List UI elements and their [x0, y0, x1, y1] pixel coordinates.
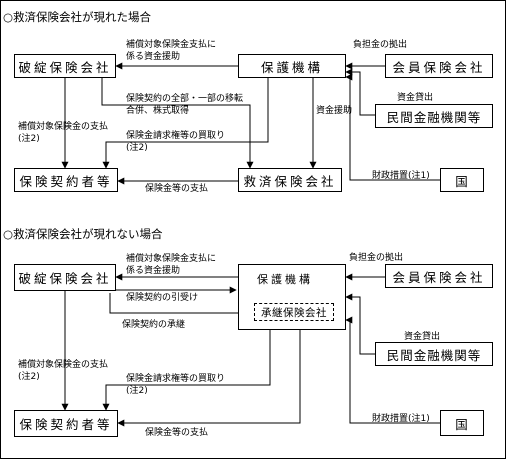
label-contributions: 負担金の拠出	[353, 40, 408, 50]
label-comp-payment: 補償対象保険金の支払	[18, 122, 109, 132]
label-comp-payment-note-2: (注2)	[18, 372, 40, 382]
arrow-loans-1	[345, 68, 375, 116]
state-box-2: 国	[440, 410, 484, 436]
label-comp-funding-line1: 補償対象保険金支払に	[126, 40, 217, 50]
label-aid: 資金援助	[316, 106, 353, 116]
private-financial-institutions-box-2: 民間金融機関等	[375, 342, 493, 366]
successor-insurer-box: 承継保険会社	[254, 303, 334, 321]
label-comp-payment-2: 補償対象保険金の支払	[18, 360, 109, 370]
failed-insurer-box: 破綻保険会社	[14, 54, 116, 78]
label-loans-2: 資金貸出	[404, 332, 441, 342]
arrow-loans-2	[345, 293, 375, 355]
label-comp-payment-note: (注2)	[18, 134, 40, 144]
label-loans: 資金貸出	[397, 93, 434, 103]
label-transfer: 保険契約の全部・一部の移転	[126, 94, 244, 104]
state-box: 国	[440, 168, 484, 192]
member-insurer-box: 会員保険会社	[385, 54, 493, 78]
arrow-fiscal-1	[345, 73, 440, 181]
arrow-succession-2	[109, 293, 254, 317]
section-title-with-rescue: ○救済保険会社が現れた場合	[3, 10, 152, 24]
label-purchase-2: 保険金請求権等の買取り	[126, 374, 226, 384]
arrow-transfer-1	[101, 78, 254, 169]
private-financial-institutions-box: 民間金融機関等	[375, 104, 493, 128]
label-purchase: 保険金請求権等の買取り	[126, 131, 226, 141]
arrow-purchase-2	[102, 330, 271, 411]
member-insurer-box-2: 会員保険会社	[385, 264, 493, 288]
label-assumption: 保険契約の引受け	[126, 293, 199, 303]
arrow-fiscal-2	[345, 316, 440, 424]
label-merger: 合併、株式取得	[126, 106, 190, 116]
arrow-benefit-payment-2	[117, 330, 301, 427]
rescue-insurer-box: 救済保険会社	[238, 168, 342, 192]
protection-organization-label: 保護機構	[257, 273, 313, 286]
section-title-without-rescue: ○救済保険会社が現れない場合	[3, 227, 163, 241]
policyholders-box-2: 保険契約者等	[14, 410, 118, 437]
label-fiscal: 財政措置(注1)	[372, 171, 430, 181]
label-purchase-note-2: (注2)	[126, 386, 148, 396]
label-comp-funding-line2-2: 係る資金援助	[126, 266, 181, 276]
label-fiscal-2: 財政措置(注1)	[372, 414, 430, 424]
section2-lines	[61, 273, 440, 427]
label-benefit-payment: 保険金等の支払	[145, 184, 209, 194]
failed-insurer-box-2: 破綻保険会社	[14, 264, 116, 291]
label-benefit-payment-2: 保険金等の支払	[145, 428, 209, 438]
arrow-purchase-1	[102, 78, 269, 169]
policyholders-box: 保険契約者等	[14, 168, 118, 192]
label-succession: 保険契約の承継	[122, 320, 186, 330]
protection-organization-box: 保護機構	[238, 54, 346, 78]
label-comp-funding-line2: 係る資金援助	[126, 52, 181, 62]
label-contributions-2: 負担金の拠出	[349, 253, 404, 263]
label-comp-funding-line1-2: 補償対象保険金支払に	[126, 254, 217, 264]
label-purchase-note: (注2)	[126, 143, 148, 153]
section1-lines	[61, 62, 440, 185]
